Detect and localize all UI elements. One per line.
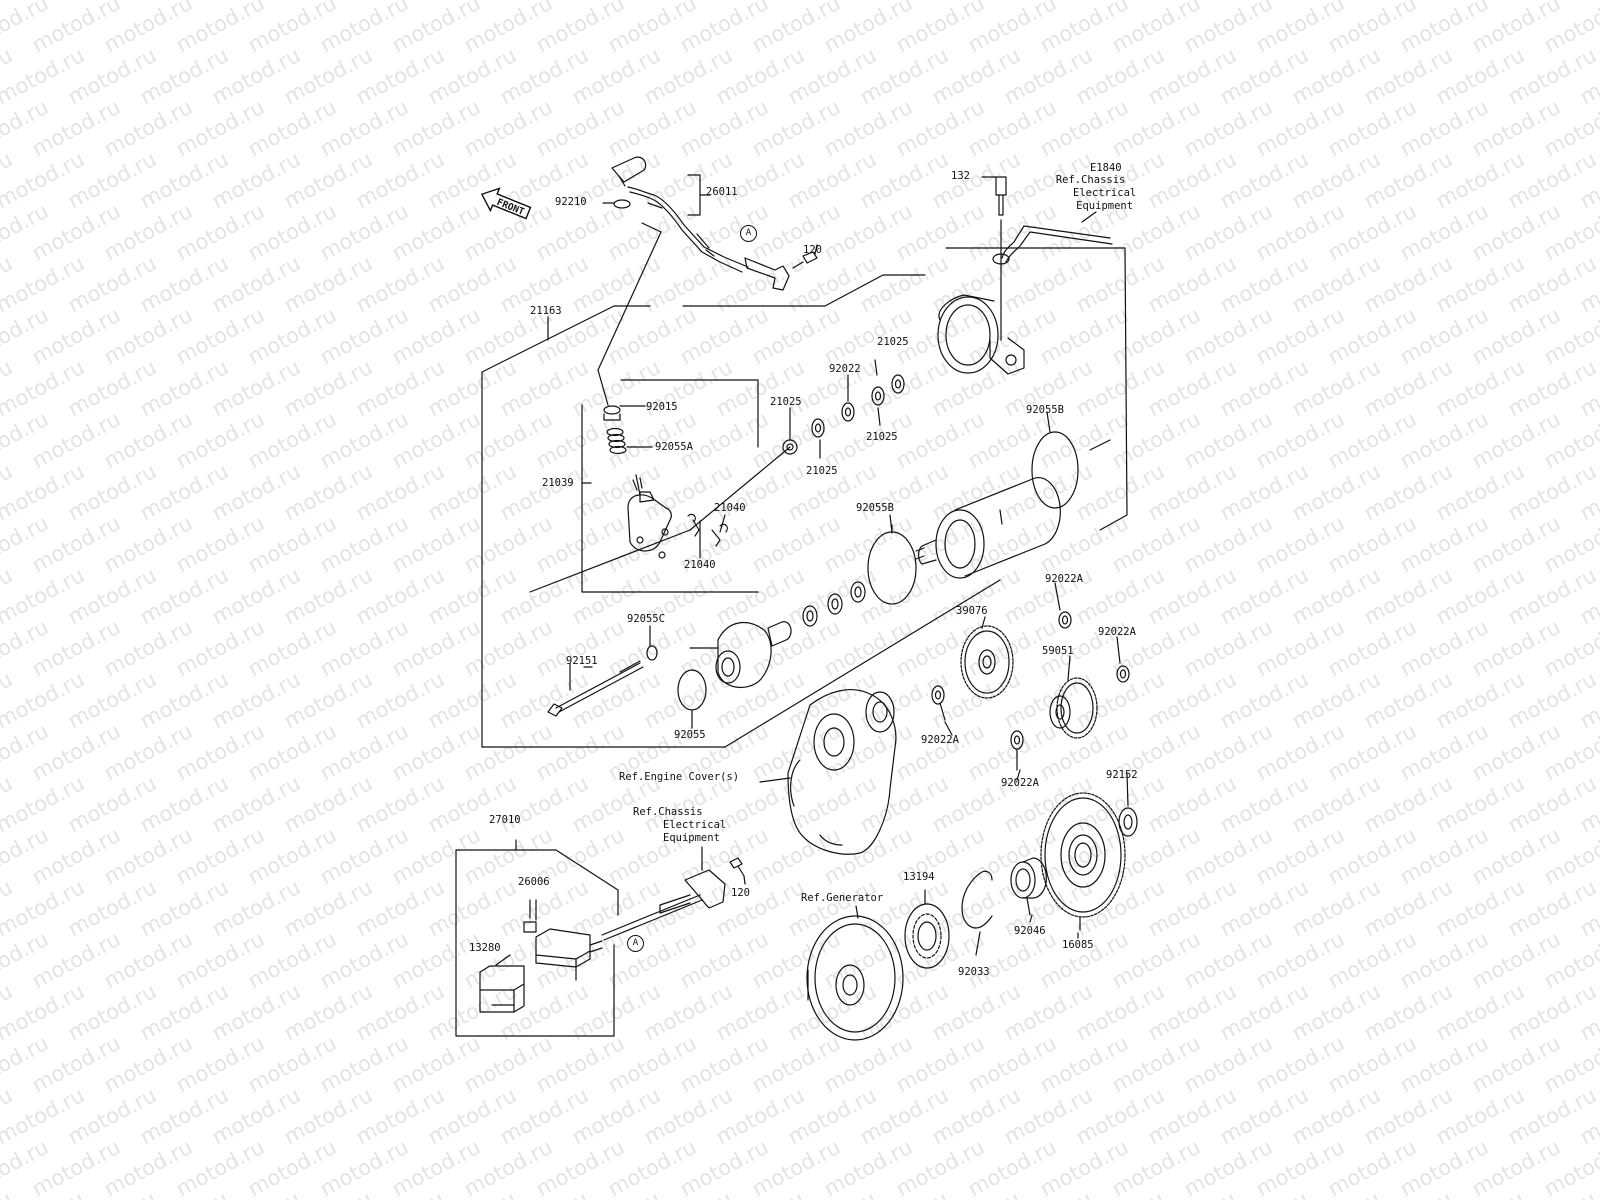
clip-92210	[602, 199, 631, 209]
part-label-92046: 92046	[1014, 925, 1046, 937]
part-label-21025-mid: 21025	[866, 431, 898, 443]
washer-stack-upper	[782, 374, 905, 455]
ref-engine-cover-label: Ref.Engine Cover(s)	[619, 771, 740, 783]
part-label-59051: 59051	[1042, 645, 1074, 657]
part-label-26011: 26011	[706, 186, 738, 198]
brush-holder-box-21039	[581, 379, 759, 593]
front-direction-arrow: FRONT	[480, 187, 532, 220]
part-label-13194: 13194	[903, 871, 935, 883]
part-label-92210: 92210	[555, 196, 587, 208]
part-label-92022a-right: 92022A	[1098, 626, 1136, 638]
part-label-92152: 92152	[1106, 769, 1138, 781]
part-label-21025-low: 21025	[806, 465, 838, 477]
gear-16085	[1040, 792, 1126, 931]
part-label-92022a-low: 92022A	[1001, 777, 1039, 789]
ground-cable-e1840	[981, 176, 1113, 341]
washer-92022a-lower-left	[931, 685, 946, 721]
through-bolt-92151	[547, 660, 644, 717]
ref-generator-label: Ref.Generator	[801, 892, 884, 904]
part-label-21025-top: 21025	[877, 336, 909, 348]
part-label-92055: 92055	[674, 729, 706, 741]
part-label-21025-left: 21025	[770, 396, 802, 408]
part-label-92055a: 92055A	[655, 441, 693, 453]
part-label-21163: 21163	[530, 305, 562, 317]
part-label-92022a-mid: 92022A	[921, 734, 959, 746]
gear-59051	[1049, 677, 1098, 739]
washer-92022a-lower	[1010, 730, 1024, 771]
generator-rotor	[806, 905, 904, 1041]
part-label-16085: 16085	[1062, 939, 1094, 951]
part-label-27010: 27010	[489, 814, 521, 826]
part-label-120-bottom: 120	[731, 887, 750, 899]
starter-front-cover	[646, 622, 772, 689]
o-ring-92055b-mid	[867, 524, 917, 605]
part-label-92033: 92033	[958, 966, 990, 978]
brush-holder-parts	[603, 405, 728, 559]
circlip-92033	[961, 870, 993, 956]
relay-13280	[479, 965, 525, 1013]
part-label-92055b-right: 92055B	[1026, 404, 1064, 416]
leader-lines	[495, 359, 1129, 966]
washer-stack-lower	[767, 581, 866, 647]
part-label-92055b-mid: 92055B	[856, 502, 894, 514]
starter-rear-cover	[937, 294, 1025, 375]
ref-chassis-electrical-bottom: Ref.Chassis Electrical Equipment	[633, 806, 727, 844]
bolt-120-top	[792, 244, 818, 269]
part-label-13280: 13280	[469, 942, 501, 954]
gear-39076	[960, 625, 1014, 699]
part-label-92055c: 92055C	[627, 613, 665, 625]
starter-motor-body	[915, 477, 1061, 579]
part-label-21040-left: 21040	[684, 559, 716, 571]
bearing-92046	[1010, 857, 1047, 916]
part-label-26006: 26006	[518, 876, 550, 888]
connector-ref-chassis	[601, 846, 745, 941]
assembly-outline-21163	[481, 247, 1128, 748]
callout-a-marker-bottom: A	[627, 935, 644, 952]
relay-box-27010	[455, 839, 619, 1037]
part-label-132: 132	[951, 170, 970, 182]
part-label-92022: 92022	[829, 363, 861, 375]
part-label-120-top: 120	[803, 244, 822, 256]
one-way-clutch-13194	[904, 889, 950, 969]
o-ring-92055	[677, 669, 707, 721]
callout-a-marker-top: A	[740, 225, 757, 242]
part-label-92151: 92151	[566, 655, 598, 667]
part-label-21039: 21039	[542, 477, 574, 489]
fuse-26006	[523, 899, 537, 933]
part-label-92022a-upper: 92022A	[1045, 573, 1083, 585]
part-label-21040-right: 21040	[714, 502, 746, 514]
ref-chassis-electrical-top: Ref.Chassis Electrical Equipment	[1055, 174, 1137, 212]
part-label-e1840: E1840	[1090, 162, 1122, 174]
starter-cable-26011	[611, 156, 790, 291]
solenoid-relay	[535, 928, 603, 981]
part-label-39076: 39076	[956, 605, 988, 617]
washer-92022a-right	[1116, 665, 1130, 683]
cable-lead-line	[597, 222, 662, 406]
o-ring-92055b-right	[1031, 431, 1079, 509]
washer-92022a-upper	[1058, 611, 1072, 629]
engine-cover	[759, 688, 897, 855]
part-label-92015: 92015	[646, 401, 678, 413]
